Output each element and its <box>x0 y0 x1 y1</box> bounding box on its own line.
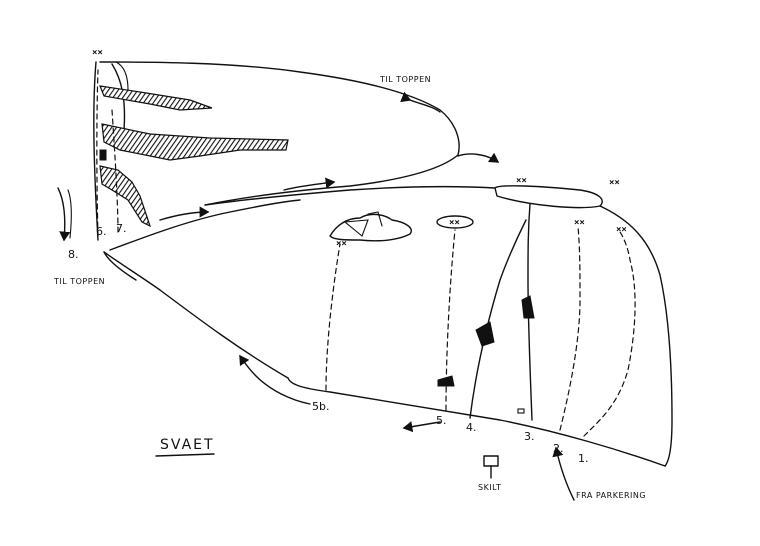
arrow-along-base <box>402 421 441 433</box>
anchor-route-3: ×× <box>516 176 527 186</box>
title-block: SVAET <box>155 437 215 457</box>
arrow-fra-parkering <box>552 446 575 501</box>
label-skilt: SKILT <box>478 483 501 492</box>
anchor-route-6-7: ×× <box>92 48 103 58</box>
anchor-route-5: ×× <box>449 218 460 228</box>
arrow-slab-left <box>159 206 210 221</box>
main-slab-outline <box>103 185 673 467</box>
label-til-toppen-top: TIL TOPPEN <box>379 75 431 84</box>
route-label-3: 3. <box>524 430 535 443</box>
route-5b-line <box>325 243 341 391</box>
route-label-4: 4. <box>466 421 477 434</box>
route-number-labels: 1. 2. 3. 4. 5. 5b. 6. 7. 8. <box>68 222 589 465</box>
label-til-toppen-left: TIL TOPPEN <box>53 277 105 286</box>
top-boulder <box>329 211 412 242</box>
route-label-5: 5. <box>436 414 447 427</box>
route-lines <box>57 69 636 437</box>
route-label-2: 2. <box>553 442 564 455</box>
route-5-anchor-oval <box>436 215 474 229</box>
arrow-slab-upper <box>283 177 336 191</box>
route-3-line <box>527 203 533 421</box>
route-label-1: 1. <box>578 452 589 465</box>
route-3-marker <box>517 408 525 414</box>
arrow-til-toppen-top <box>400 91 441 113</box>
diagram-title: SVAET <box>160 437 215 453</box>
skilt-sign <box>483 455 499 479</box>
anchor-route-top-right: ×× <box>609 178 620 188</box>
route-7-line <box>111 109 119 233</box>
route-1-line <box>583 231 636 437</box>
route-label-8: 8. <box>68 248 79 261</box>
arrow-gully <box>457 152 500 163</box>
route-label-7: 7. <box>116 222 127 235</box>
route-5-line <box>445 229 456 411</box>
anchor-marks: ×× ×× ×× ×× ×× ×× ×× <box>92 48 627 249</box>
overhang-bands <box>99 85 289 228</box>
upper-cliff-outline <box>93 61 460 241</box>
route-4-line <box>469 219 527 419</box>
route-label-6: 6. <box>96 225 107 238</box>
anchor-route-2: ×× <box>574 218 585 228</box>
label-fra-parkering: FRA PARKERING <box>576 491 646 500</box>
arrow-lower-left <box>239 354 311 405</box>
route-2-line <box>559 225 581 431</box>
anchor-route-5b: ×× <box>336 239 347 249</box>
route-6-line <box>96 69 99 237</box>
route-label-5b: 5b. <box>312 400 329 413</box>
anchor-route-1: ×× <box>616 225 627 235</box>
route-8-line <box>57 187 71 242</box>
approach-arrows <box>159 91 575 501</box>
